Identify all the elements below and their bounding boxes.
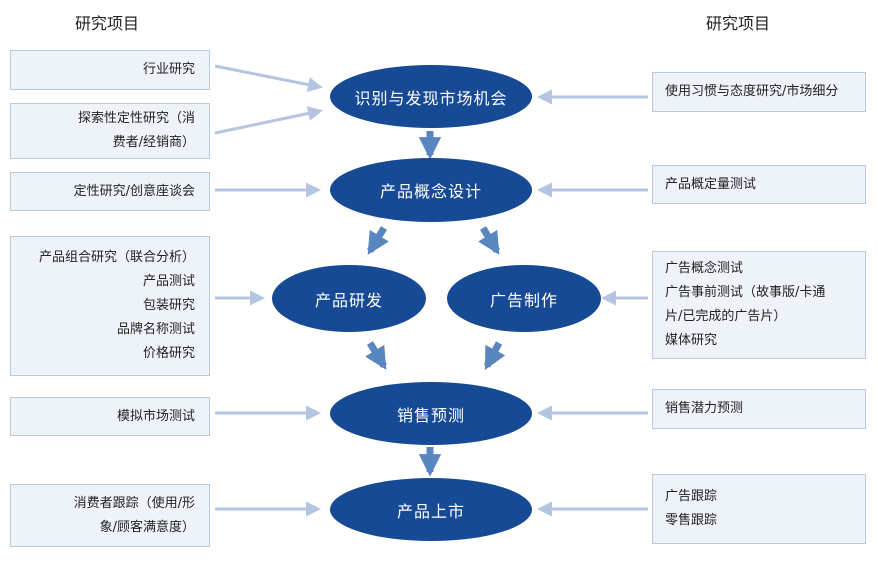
ad-tests-box: 广告概念测试 广告事前测试（故事版/卡通 片/已完成的广告片） 媒体研究 — [652, 251, 866, 359]
stage-identify-opportunity: 识别与发现市场机会 — [330, 65, 532, 128]
qualitative-research-box: 定性研究/创意座谈会 — [10, 172, 210, 211]
down-arrow-3a — [365, 341, 387, 370]
stage-product-development: 产品研发 — [272, 265, 426, 332]
down-arrow-2b — [478, 226, 500, 255]
arrow-industry — [214, 64, 323, 93]
industry-research-box: 行业研究 — [10, 50, 210, 90]
product-mix-research-box: 产品组合研究（联合分析） 产品测试 包装研究 品牌名称测试 价格研究 — [10, 236, 210, 376]
right-header: 研究项目 — [706, 14, 771, 33]
consumer-tracking-box: 消费者跟踪（使用/形 象/顾客满意度） — [10, 484, 210, 547]
concept-quant-test-box: 产品概定量测试 — [652, 165, 866, 204]
usage-attitude-box: 使用习惯与态度研究/市场细分 — [652, 72, 866, 112]
left-header: 研究项目 — [75, 14, 140, 33]
down-arrow-2a — [367, 226, 389, 255]
stage-concept-design: 产品概念设计 — [330, 158, 532, 222]
stage-ad-production: 广告制作 — [447, 265, 601, 332]
ad-retail-tracking-box: 广告跟踪 零售跟踪 — [652, 474, 866, 544]
simulated-market-test-box: 模拟市场测试 — [10, 397, 210, 436]
exploratory-research-box: 探索性定性研究（消 费者/经销商） — [10, 103, 210, 159]
sales-potential-box: 销售潜力预测 — [652, 389, 866, 429]
down-arrow-3b — [483, 341, 506, 370]
stage-sales-forecast: 销售预测 — [330, 382, 532, 445]
stage-product-launch: 产品上市 — [330, 478, 532, 541]
arrow-exploratory — [214, 106, 323, 135]
